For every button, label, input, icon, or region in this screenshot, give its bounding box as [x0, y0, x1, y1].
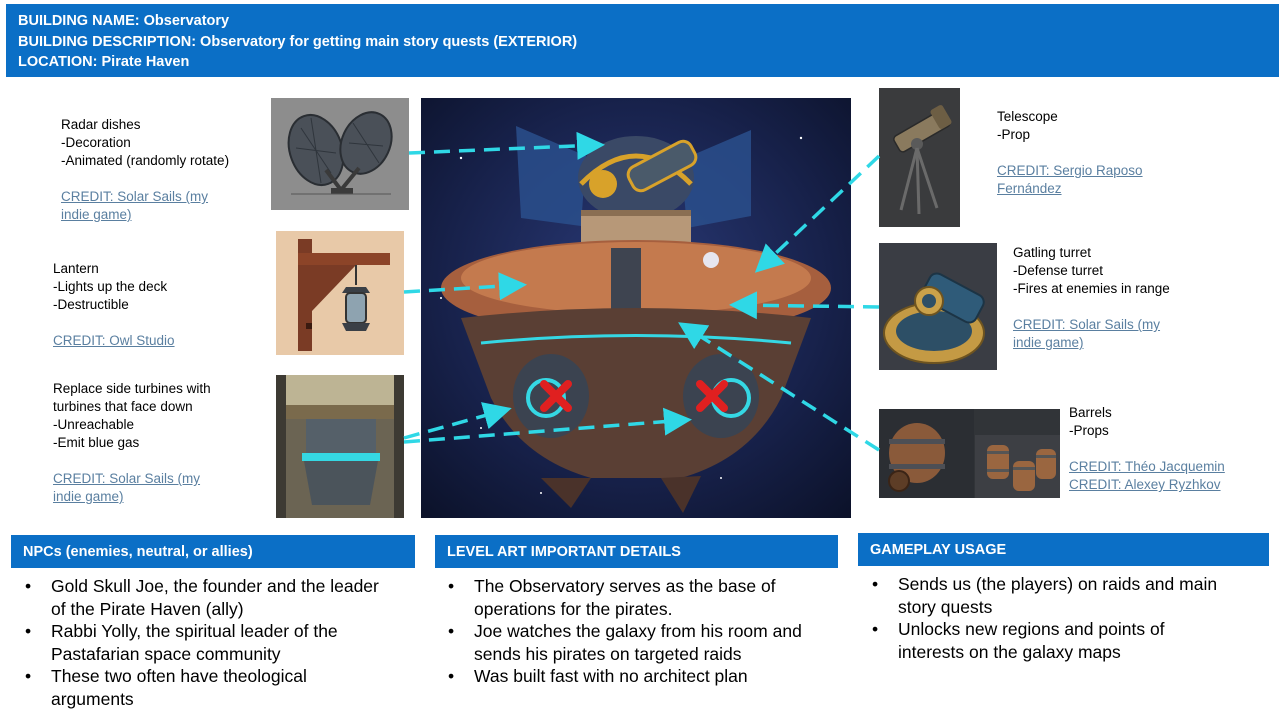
credit-link[interactable]: CREDIT: Solar Sails (my	[61, 189, 209, 204]
note-title: Barrels	[1069, 405, 1112, 420]
credit-link[interactable]: CREDIT: Sergio Raposo	[997, 163, 1143, 178]
credit-link[interactable]: indie game)	[53, 489, 124, 504]
telescope-icon	[879, 88, 960, 227]
list-item: Unlocks new regions and points ofinteres…	[868, 618, 1273, 663]
note-line: -Unreachable	[53, 417, 135, 432]
note-radar-dishes: Radar dishes -Decoration -Animated (rand…	[61, 116, 229, 224]
note-telescope: Telescope -Prop CREDIT: Sergio Raposo Fe…	[997, 108, 1143, 198]
note-lantern: Lantern -Lights up the deck -Destructibl…	[53, 260, 175, 350]
building-name: BUILDING NAME: Observatory	[18, 13, 230, 29]
building-description: BUILDING DESCRIPTION: Observatory for ge…	[18, 33, 578, 50]
list-item: Sends us (the players) on raids and main…	[868, 573, 1273, 618]
credit-link[interactable]: CREDIT: Solar Sails (my	[53, 471, 201, 486]
note-gatling-turret: Gatling turret -Defense turret -Fires at…	[1013, 244, 1170, 352]
note-line: -Destructible	[53, 297, 129, 312]
note-line: -Emit blue gas	[53, 435, 140, 450]
note-title: Gatling turret	[1013, 245, 1092, 260]
note-line: -Animated (randomly rotate)	[61, 153, 230, 168]
note-title: Radar dishes	[61, 117, 141, 132]
remove-x-icon	[540, 380, 572, 412]
credit-link[interactable]: CREDIT: Solar Sails (my	[1013, 317, 1161, 332]
note-barrels: Barrels -Props CREDIT: Théo Jacquemin CR…	[1069, 404, 1225, 494]
note-line: turbines that face down	[53, 399, 193, 414]
note-line: -Prop	[997, 127, 1031, 142]
credit-link[interactable]: CREDIT: Alexey Ryzhkov	[1069, 477, 1221, 492]
section-heading-level-art: LEVEL ART IMPORTANT DETAILS	[435, 535, 838, 568]
note-line: -Lights up the deck	[53, 279, 168, 294]
note-line: -Defense turret	[1013, 263, 1104, 278]
lantern-icon	[276, 231, 404, 355]
npc-list: Gold Skull Joe, the founder and the lead…	[21, 575, 421, 710]
note-title: Replace side turbines with	[53, 381, 211, 396]
note-turbines: Replace side turbines with turbines that…	[53, 380, 211, 506]
list-item: Joe watches the galaxy from his room and…	[444, 620, 854, 665]
list-item: Gold Skull Joe, the founder and the lead…	[21, 575, 421, 620]
list-item: Rabbi Yolly, the spiritual leader of the…	[21, 620, 421, 665]
gatling-turret-icon	[879, 243, 997, 370]
note-line: -Props	[1069, 423, 1109, 438]
credit-link[interactable]: CREDIT: Théo Jacquemin	[1069, 459, 1225, 474]
gameplay-list: Sends us (the players) on raids and main…	[868, 573, 1273, 663]
note-line: -Fires at enemies in range	[1013, 281, 1170, 296]
list-item: These two often have theologicalargument…	[21, 665, 421, 710]
remove-x-icon	[696, 380, 728, 412]
radar-dish-icon	[271, 98, 409, 210]
credit-link[interactable]: indie game)	[61, 207, 132, 222]
section-heading-npcs: NPCs (enemies, neutral, or allies)	[11, 535, 415, 568]
credit-link[interactable]: Fernández	[997, 181, 1062, 196]
section-heading-gameplay: GAMEPLAY USAGE	[858, 533, 1269, 566]
credit-link[interactable]: CREDIT: Owl Studio	[53, 333, 175, 348]
header-banner: BUILDING NAME: Observatory BUILDING DESC…	[6, 4, 1279, 77]
barrels-icon	[879, 409, 1060, 498]
turbine-icon	[276, 375, 404, 518]
level-art-list: The Observatory serves as the base ofope…	[444, 575, 854, 688]
list-item: Was built fast with no architect plan	[444, 665, 854, 688]
note-title: Lantern	[53, 261, 99, 276]
credit-link[interactable]: indie game)	[1013, 335, 1084, 350]
list-item: The Observatory serves as the base ofope…	[444, 575, 854, 620]
note-line: -Decoration	[61, 135, 131, 150]
note-title: Telescope	[997, 109, 1058, 124]
observatory-render	[421, 98, 851, 518]
building-location: LOCATION: Pirate Haven	[18, 54, 190, 70]
